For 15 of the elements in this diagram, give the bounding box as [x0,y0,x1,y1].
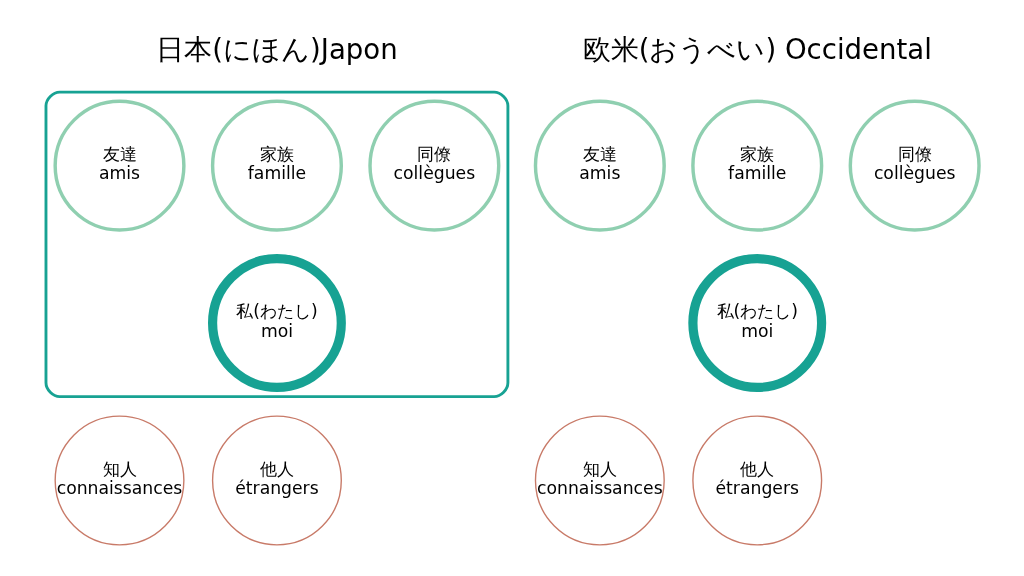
node-circle: 知人 connaissances [534,415,665,546]
label: 日本(にほん)Japon [155,32,398,66]
node-circle: 他人 étrangers [211,415,342,546]
node-circle: 家族 famille [690,99,823,232]
node-circle: 私(わたし) moi [207,254,346,392]
node-circle: 同僚 collègues [848,99,981,232]
cluster [44,90,509,399]
node-circle: 友達 amis [533,99,666,232]
node-circle: 友達 amis [52,99,186,232]
node-circle: 家族 famille [210,99,343,232]
node-circle: 同僚 collègues [367,99,500,232]
node-circle: 知人 connaissances [54,415,185,546]
node-circle: 他人 étrangers [691,415,822,546]
label: 欧米(おうべい) Occidental [582,32,932,66]
node-circle: 私(わたし) moi [687,254,826,392]
